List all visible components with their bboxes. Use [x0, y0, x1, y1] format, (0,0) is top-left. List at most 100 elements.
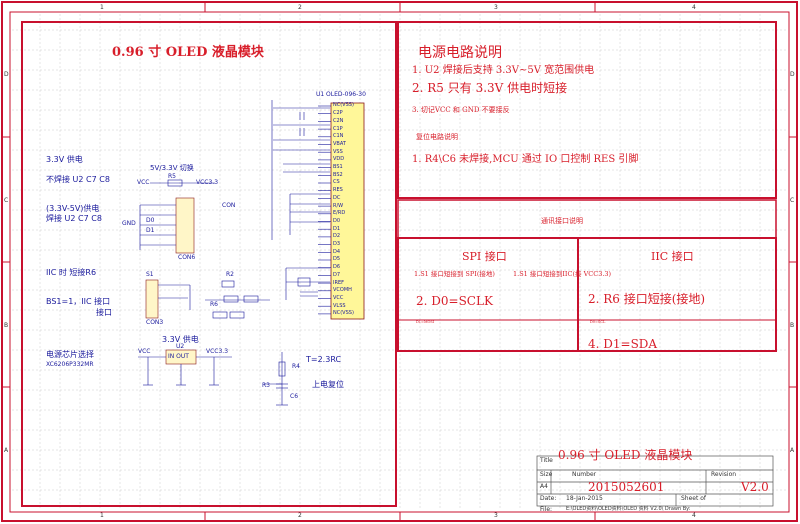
- row-label-right-c: C: [790, 197, 795, 204]
- oled-pin-label: NC(VSS): [333, 310, 354, 317]
- col-label-top-2: 2: [298, 4, 302, 11]
- oled-pin-label: BS2: [333, 171, 343, 178]
- oled-pin-label: C2P: [333, 110, 343, 117]
- power-notes-title: 电源电路说明: [418, 45, 502, 61]
- iic-title: IIC 接口: [651, 250, 694, 263]
- oled-pin-label: D6: [333, 264, 341, 271]
- oled-pin-label: D2: [333, 233, 341, 240]
- size-value: A4: [540, 483, 548, 490]
- net-label-r3: R3: [262, 382, 270, 389]
- net-label-r6: R6: [210, 301, 218, 308]
- iic-d1: 4. D1=SDA: [588, 337, 658, 351]
- oled-pin-label: RES: [333, 187, 343, 194]
- oled-pin-label: D3: [333, 241, 341, 247]
- col-label-bottom-3: 3: [494, 512, 498, 519]
- oled-pin-label: CS: [333, 179, 340, 186]
- range-power-label: (3.3V-5V)供电: [46, 204, 100, 213]
- reset-formula: T=2.3RC: [306, 355, 342, 364]
- oled-pin-label: D1: [333, 225, 341, 232]
- module-title: 0.96 寸 OLED 液晶模块: [112, 45, 264, 60]
- spi-title: SPI 接口: [462, 250, 507, 263]
- oled-pin-label: E/RD: [333, 210, 346, 217]
- net-label-vcc: VCC: [137, 179, 150, 186]
- net-label-r2: R2: [226, 271, 234, 278]
- con-label: CON: [222, 202, 236, 209]
- col-label-top-4: 4: [692, 4, 696, 11]
- oled-pin-label: VDD: [333, 156, 345, 163]
- revision-value: V2.0: [741, 480, 769, 494]
- sheet-label: Sheet of: [681, 495, 707, 502]
- net-label-u2: U2: [176, 343, 185, 350]
- oled-pin-label: C1P: [333, 125, 343, 132]
- oled-pin-label: C2N: [333, 117, 344, 124]
- solder-label: 焊接 U2 C7 C8: [46, 214, 102, 223]
- size-label: Size: [540, 471, 553, 478]
- net-label-s1: S1: [146, 271, 154, 278]
- revision-label: Revision: [711, 471, 737, 478]
- spi-note-1: 1.S1 接口短接到 SPI(接地): [414, 270, 495, 278]
- file-label: File:: [540, 506, 553, 513]
- reset-notes-title: 复位电路说明: [416, 133, 458, 141]
- chip-select-label: 电源芯片选择: [46, 350, 94, 359]
- col-label-bottom-2: 2: [298, 512, 302, 519]
- date-label: Date:: [540, 495, 557, 502]
- iic-note-1: 1.S1 接口短接到IIC(接 VCC3.3): [513, 270, 612, 278]
- oled-pin-label: D5: [333, 256, 341, 263]
- reset-label: 上电复位: [312, 380, 344, 389]
- net-label-gnd: GND: [122, 220, 136, 227]
- net-label-d0: D0: [146, 217, 155, 224]
- oled-pin-label: VSS: [333, 148, 343, 155]
- oled-pin-label: R/W: [333, 202, 344, 209]
- net-label-d1: D1: [146, 227, 155, 234]
- row-label-left-b: B: [4, 322, 9, 329]
- oled-pin-label: C1N: [333, 133, 344, 140]
- oled-pin-label: DC: [333, 194, 341, 201]
- regulator-circuit: [138, 349, 232, 386]
- row-label-left-d: D: [4, 71, 9, 78]
- no-solder-label: 不焊接 U2 C7 C8: [46, 175, 110, 184]
- oled-pin-label: IREF: [333, 279, 344, 286]
- bs1-line1: BS1=1，IIC 接口: [46, 297, 111, 306]
- bs1-line2: 接口: [96, 308, 112, 317]
- net-label-in-out: IN OUT: [168, 353, 189, 360]
- iic-short-label: IIC 时 短接R6: [46, 268, 97, 277]
- con6-label: CON6: [178, 254, 196, 261]
- oled-chip-body: [330, 102, 365, 320]
- chip-part-label: XC6206P332MR: [46, 361, 94, 368]
- oled-pin-label: D7: [333, 271, 341, 278]
- power-note-1: 1. U2 焊接后支持 3.3V~5V 宽范围供电: [412, 65, 595, 76]
- net-label-r4: R4: [292, 363, 300, 370]
- net-label-vcc33-reg: VCC3.3: [206, 348, 229, 355]
- oled-pin-label: D4: [333, 248, 341, 255]
- switch-label: 5V/3.3V 切换: [150, 164, 194, 172]
- oled-part-label: OLED-096-30: [326, 91, 366, 98]
- spi-small: D1=MOSI: [416, 320, 435, 324]
- oled-pin-label: D0: [333, 217, 341, 224]
- net-label-vcc33: VCC3.3: [196, 179, 219, 186]
- oled-pin-label: VCC: [333, 294, 344, 301]
- interface-title: 通讯接口说明: [541, 217, 583, 225]
- u1-label: U1: [316, 91, 325, 98]
- title-label: Title: [540, 457, 553, 464]
- oled-pin-label: VLSS: [333, 302, 346, 309]
- switch-circuit: [139, 179, 270, 319]
- power-33-b-label: 3.3V 供电: [162, 335, 199, 344]
- row-label-left-a: A: [4, 447, 9, 454]
- row-label-right-b: B: [790, 322, 795, 329]
- col-label-bottom-1: 1: [100, 512, 104, 519]
- con3-label: CON3: [146, 319, 164, 326]
- oled-pin-label: VCOMH: [333, 287, 352, 294]
- date-value: 18-Jan-2015: [566, 495, 603, 502]
- net-label-c6: C6: [290, 393, 299, 400]
- oled-pin-label: VBAT: [333, 140, 346, 147]
- title-block-title: 0.96 寸 OLED 液晶模块: [558, 448, 693, 462]
- file-value: E:\OLED资料\OLED资料\OLED 资料 V2.0\ Drawn By:: [566, 506, 691, 512]
- title-block: [536, 455, 774, 507]
- power-note-2: 2. R5 只有 3.3V 供电时短接: [412, 81, 568, 95]
- col-label-bottom-4: 4: [692, 512, 696, 519]
- row-label-right-a: A: [790, 447, 795, 454]
- oled-pin-label: BS1: [333, 164, 343, 170]
